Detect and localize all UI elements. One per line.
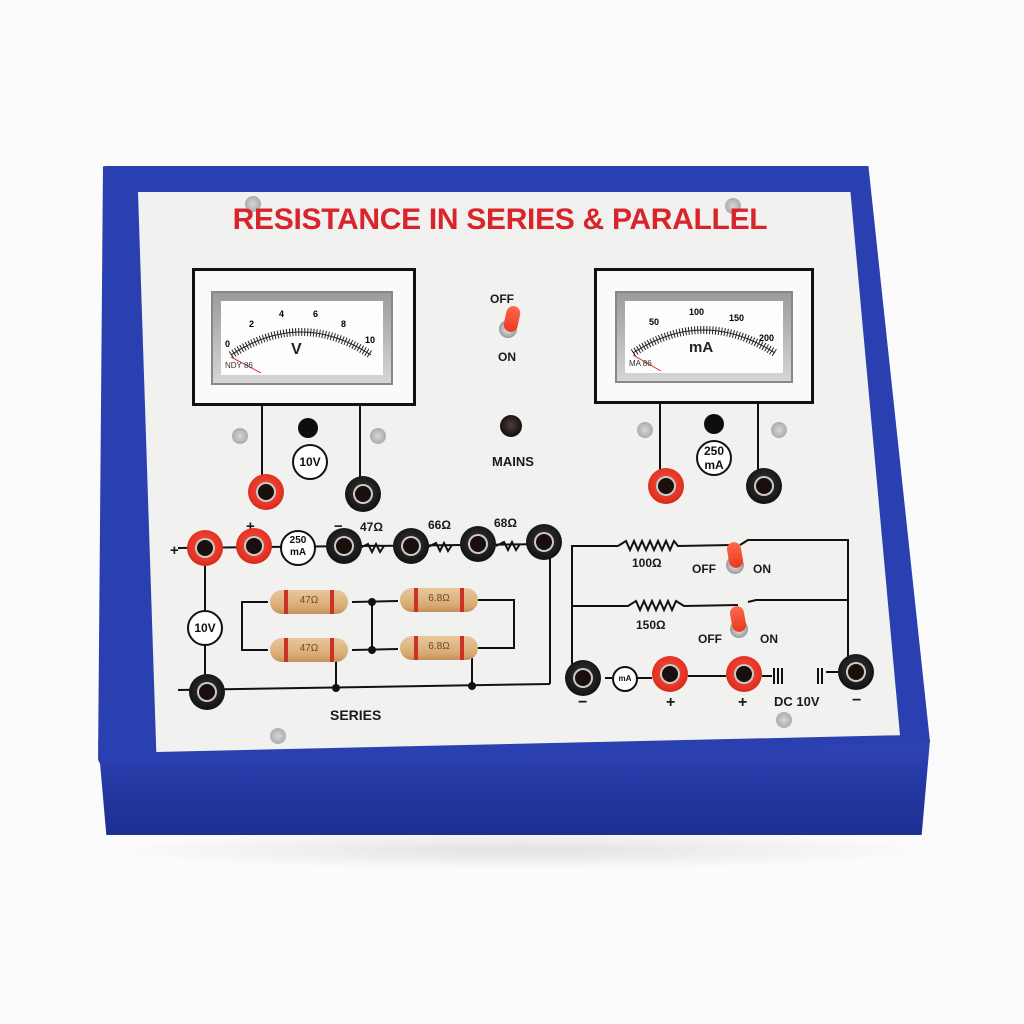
- voltmeter-range-badge: 10V: [292, 444, 328, 480]
- voltmeter-needle: [230, 356, 262, 373]
- resistor-6.8-top-text: 6.8Ω: [428, 593, 450, 604]
- series-terminal-4[interactable]: [526, 524, 562, 560]
- series-plus-label-2: +: [246, 518, 255, 535]
- voltmeter-maker-mark: NDY 86: [225, 361, 253, 370]
- parallel-plus-label-1: +: [666, 694, 676, 711]
- voltmeter-frame: 0 2 4 6 8 10 V NDY 86: [192, 268, 416, 406]
- parallel-ammeter-symbol: mA: [612, 666, 638, 692]
- voltmeter-negative-terminal[interactable]: [345, 476, 381, 512]
- branch-1-on-label: ON: [753, 562, 771, 576]
- resistor-47-bottom: 47Ω: [270, 638, 348, 662]
- ammeter-frame: 50 100 150 200 mA MA 86: [594, 268, 814, 404]
- ammeter-face: 50 100 150 200 mA MA 86: [625, 301, 783, 373]
- panel-title: RESISTANCE IN SERIES & PARALLEL: [232, 203, 768, 236]
- resistor-47-top-text: 47Ω: [299, 595, 319, 606]
- voltmeter-window: 0 2 4 6 8 10 V NDY 86: [211, 291, 393, 385]
- branch-2-off-label: OFF: [698, 632, 722, 646]
- screw-icon: [725, 198, 741, 214]
- series-plus-label: +: [170, 542, 179, 559]
- series-supply-negative-terminal[interactable]: [189, 674, 225, 710]
- voltmeter-face: 0 2 4 6 8 10 V NDY 86: [221, 301, 383, 375]
- resistor-label-68: 68Ω: [494, 516, 517, 530]
- screw-icon: [270, 728, 286, 744]
- screw-icon: [370, 428, 386, 444]
- voltmeter-scale-0: 0: [225, 339, 231, 349]
- ammeter-negative-terminal[interactable]: [746, 468, 782, 504]
- resistor-6.8-bottom: 6.8Ω: [400, 636, 478, 660]
- voltmeter-range-text: 10V: [299, 455, 321, 469]
- series-terminal-2[interactable]: [393, 528, 429, 564]
- screw-icon: [771, 422, 787, 438]
- ammeter-window: 50 100 150 200 mA MA 86: [615, 291, 793, 383]
- ammeter-scale-200: 200: [759, 333, 775, 343]
- voltmeter-scale: [228, 328, 374, 373]
- ammeter-needle: [632, 354, 662, 371]
- table-shadow: [110, 830, 930, 870]
- parallel-negative-terminal-left[interactable]: [565, 660, 601, 696]
- ammeter-unit: mA: [689, 339, 714, 356]
- ammeter-maker-mark: MA 86: [629, 359, 652, 368]
- voltmeter-unit: V: [291, 341, 302, 358]
- branch-1-off-label: OFF: [692, 562, 716, 576]
- series-label: SERIES: [330, 707, 382, 723]
- voltmeter-scale-4: 4: [279, 309, 285, 319]
- series-supply-positive-terminal[interactable]: [187, 530, 223, 566]
- resistor-6.8-bottom-text: 6.8Ω: [428, 641, 450, 652]
- parallel-ammeter-text: mA: [618, 674, 632, 683]
- voltmeter-scale-8: 8: [341, 319, 347, 329]
- parallel-minus-label-right: −: [852, 692, 862, 709]
- ammeter-scale-100: 100: [689, 307, 705, 317]
- series-ammeter-top: 250: [289, 535, 307, 546]
- ammeter-scale: [630, 326, 778, 371]
- series-ammeter-positive-terminal[interactable]: [236, 528, 272, 564]
- resistor-label-66: 66Ω: [428, 518, 451, 532]
- resistor-47-bottom-text: 47Ω: [299, 643, 319, 654]
- voltmeter-zero-adjust[interactable]: [298, 418, 318, 438]
- parallel-resistor-100-label: 100Ω: [632, 556, 662, 570]
- voltmeter-scale-6: 6: [313, 309, 319, 319]
- ammeter-range-top: 250: [703, 444, 725, 458]
- mains-on-label: ON: [498, 350, 516, 364]
- parallel-plus-label-2: +: [738, 694, 748, 711]
- parallel-resistor-150-label: 150Ω: [636, 618, 666, 632]
- resistor-label-47: 47Ω: [360, 520, 383, 534]
- ammeter-scale-50: 50: [649, 317, 660, 327]
- series-terminal-3[interactable]: [460, 526, 496, 562]
- dc-supply-label: DC 10V: [774, 694, 820, 709]
- ammeter-zero-adjust[interactable]: [704, 414, 724, 434]
- screw-icon: [637, 422, 653, 438]
- parallel-negative-terminal-right[interactable]: [838, 654, 874, 690]
- voltmeter-positive-terminal[interactable]: [248, 474, 284, 510]
- screw-icon: [776, 712, 792, 728]
- mains-off-label: OFF: [490, 292, 514, 306]
- parallel-positive-terminal-2[interactable]: [726, 656, 762, 692]
- series-terminal-1[interactable]: [326, 528, 362, 564]
- parallel-minus-label-left: −: [578, 694, 588, 711]
- resistor-47-top: 47Ω: [270, 590, 348, 614]
- branch-2-on-label: ON: [760, 632, 778, 646]
- ammeter-range-bottom: mA: [704, 458, 724, 472]
- parallel-positive-terminal-1[interactable]: [652, 656, 688, 692]
- mains-indicator-lamp: [500, 415, 522, 437]
- ammeter-range-badge: 250 mA: [696, 440, 732, 476]
- series-ammeter-symbol: 250 mA: [280, 530, 316, 566]
- resistor-6.8-top: 6.8Ω: [400, 588, 478, 612]
- mains-label: MAINS: [492, 454, 534, 469]
- series-supply-text: 10V: [194, 621, 216, 635]
- ammeter-positive-terminal[interactable]: [648, 468, 684, 504]
- voltmeter-scale-10: 10: [365, 335, 376, 345]
- series-supply-symbol: 10V: [187, 610, 223, 646]
- voltmeter-scale-2: 2: [249, 319, 255, 329]
- screw-icon: [245, 196, 261, 212]
- series-minus-label: −: [334, 518, 343, 535]
- screw-icon: [232, 428, 248, 444]
- series-ammeter-bottom: mA: [289, 547, 307, 558]
- ammeter-scale-150: 150: [729, 313, 745, 323]
